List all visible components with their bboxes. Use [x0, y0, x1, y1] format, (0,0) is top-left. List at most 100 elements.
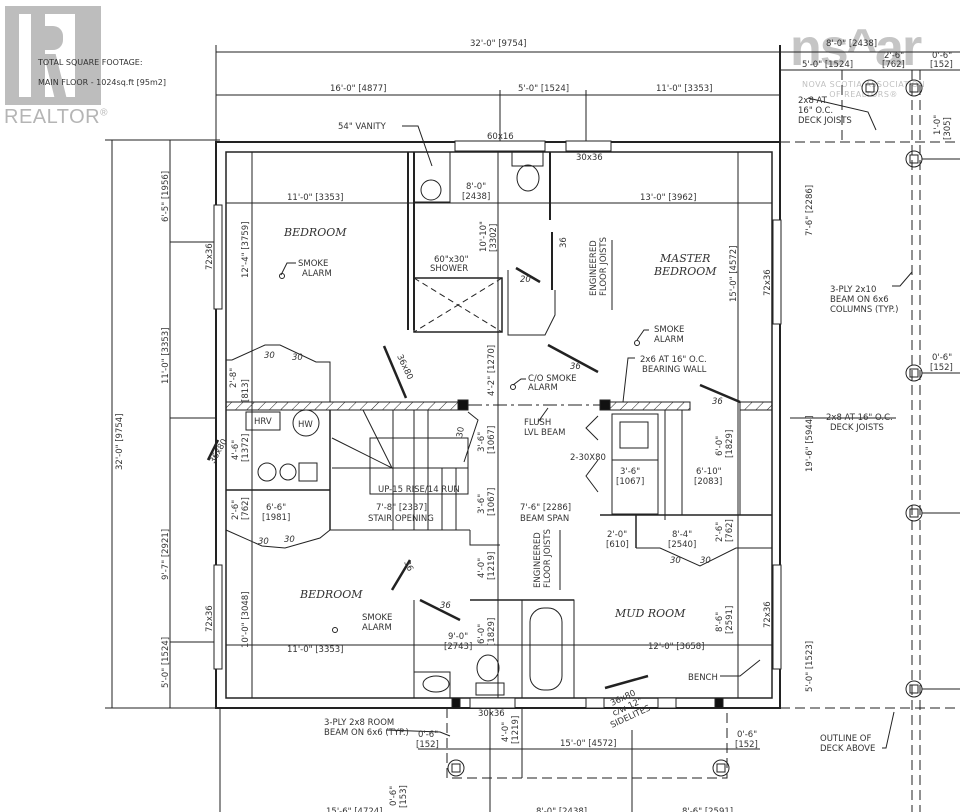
label-door-36-master-closet: 36 [559, 237, 569, 248]
label-joists-upper-2: FLOOR JOISTS [599, 237, 609, 296]
label-flush-beam-2: LVL BEAM [524, 428, 565, 438]
dim-hall-depth: 4'-2" [1270] [487, 345, 497, 396]
label-door-20: 20 [520, 275, 531, 285]
dim-bath-depth-2: [3302] [489, 224, 499, 252]
label-closet-30-a: 30 [264, 351, 275, 361]
room-label-master-2: BEDROOM [653, 265, 717, 278]
dim-deck-top-overall: 8'-0" [2438] [826, 39, 877, 49]
dim-deck-top-a: 5'-0" [1524] [802, 60, 853, 70]
dim-bed1-width: 11'-0" [3353] [287, 193, 344, 203]
dim-porch-right-2: [152] [735, 740, 758, 750]
dim-mech-depth-2: [1372] [241, 434, 251, 462]
dim-top-right: 11'-0" [3353] [656, 84, 713, 94]
dim-bed2-depth: 10'-0" [3048] [241, 591, 251, 648]
dim-master-depth: 15'-0" [4572] [729, 245, 739, 302]
label-window-bed1: 72x36 [205, 243, 215, 270]
hw-label: HW [298, 420, 313, 430]
label-vanity: 54" VANITY [338, 122, 387, 132]
dim-deck-right-1ft-mm: [305] [943, 117, 953, 140]
label-window-mud: 72x36 [763, 601, 773, 628]
label-closet-30-g: 30 [700, 556, 711, 566]
room-label-master-1: MASTER [659, 252, 710, 265]
dim-hall2-1: 2'-0" [607, 530, 627, 540]
dim-closet2-width-2: [1981] [262, 513, 290, 523]
dim-hall2-2: [610] [606, 540, 629, 550]
dim-closet3-depth-2: [1829] [725, 430, 735, 458]
label-deck-joists-top-1: 2x8 AT [798, 96, 828, 106]
label-window-30x36-top: 30x36 [576, 153, 603, 163]
label-deck-joists-top-2: 16" O.C. [798, 106, 833, 116]
dim-porch-width: 15'-0" [4572] [560, 739, 617, 749]
label-stair-opening: STAIR OPENING [368, 514, 434, 524]
dim-porch-offset-2: [153] [399, 785, 409, 808]
label-closet-30-e: 30 [284, 535, 295, 545]
label-closet-30-c: 30 [455, 426, 467, 438]
label-bearing-wall-2: BEARING WALL [642, 365, 707, 375]
dim-laundry-1: 3'-6" [620, 467, 640, 477]
label-joists-lower-1: ENGINEERED [533, 532, 543, 588]
label-closet-30-d: 30 [258, 537, 269, 547]
dim-porch-offset-1: 0'-6" [389, 786, 399, 806]
dim-closet3-depth-1: 6'-0" [715, 436, 725, 456]
co-alarm-hall: C/O SMOKE ALARM [510, 374, 577, 393]
svg-text:ALARM: ALARM [654, 335, 684, 345]
dim-bath-width-2: [2438] [462, 192, 490, 202]
dim-left-b: 11'-0" [3353] [161, 327, 171, 384]
label-window-master: 72x36 [763, 269, 773, 296]
sqft-title: TOTAL SQUARE FOOTAGE: [38, 58, 143, 67]
dim-top-mid: 5'-0" [1524] [518, 84, 569, 94]
label-joists-lower-2: FLOOR JOISTS [543, 529, 553, 588]
dim-top-overall: 32'-0" [9754] [470, 39, 527, 49]
label-stairs: UP-15 RISE/14 RUN [378, 485, 460, 495]
dim-deck-right-1ft: 1'-0" [933, 115, 943, 135]
label-deck-joists-top-3: DECK JOISTS [798, 116, 852, 126]
sqft-main-floor: MAIN FLOOR - 1024sq.ft [95m2] [38, 78, 166, 87]
label-closet-30-b: 30 [292, 353, 303, 363]
dim-mud-depth-1: 8'-6" [715, 612, 725, 632]
dim-bottom-a: 15'-6" [4724] [326, 807, 383, 812]
label-door-36-closet3: 36 [712, 397, 723, 407]
label-door-36-bed2: 36 [401, 559, 415, 573]
label-joists-upper-1: ENGINEERED [589, 240, 599, 296]
dim-stair-upper-2: [1067] [487, 426, 497, 454]
dim-stair-upper-1: 3'-6" [477, 432, 487, 452]
dim-bed2-width: 11'-0" [3353] [287, 645, 344, 655]
dim-porch-left-2: [152] [416, 740, 439, 750]
dim-closet1-2: [813] [241, 379, 251, 402]
dim-closet2-width-1: 6'-6" [266, 503, 286, 513]
label-deck-beam-3: COLUMNS (TYP.) [830, 305, 898, 315]
dim-left-d: 5'-0" [1524] [161, 637, 171, 688]
svg-text:ALARM: ALARM [528, 383, 558, 393]
label-deck-beam-2: BEAM ON 6x6 [830, 295, 889, 305]
label-door-36-master: 36 [570, 362, 581, 372]
room-label-mud-room: MUD ROOM [614, 607, 686, 620]
label-flush-beam-1: FLUSH [524, 418, 551, 428]
label-deck-beam-1: 3-PLY 2x10 [830, 285, 876, 295]
svg-text:ALARM: ALARM [302, 269, 332, 279]
label-shower-2: SHOWER [430, 264, 468, 274]
label-window-30x36-bottom: 30x36 [478, 709, 505, 719]
label-room-beam-1: 3-PLY 2x8 ROOM [324, 718, 394, 728]
dim-bath2-depth-2: [1829] [487, 618, 497, 646]
dim-closet2-depth-2: [762] [241, 497, 251, 520]
dim-deck-top-c-2: [152] [930, 60, 953, 70]
label-shower-1: 60"x30" [434, 255, 469, 265]
dim-deck-right-mid-2: [152] [930, 363, 953, 373]
svg-text:SMOKE: SMOKE [298, 259, 328, 269]
dim-deck-top-b-1: 2'-6" [884, 51, 904, 61]
label-bench: BENCH [688, 673, 718, 683]
smoke-alarm-bed2: SMOKE ALARM [332, 613, 392, 633]
dim-bath2-depth-1: 6'-0" [477, 624, 487, 644]
dim-mud-width: 12'-0" [3658] [648, 642, 705, 652]
label-deck-outline-2: DECK ABOVE [820, 744, 875, 754]
dim-deck-top-c-1: 0'-6" [932, 51, 952, 61]
dim-deck-top-b-2: [762] [882, 60, 905, 70]
dim-stair-lower-1: 3'-6" [477, 494, 487, 514]
dim-bath2-width-2: [2743] [444, 642, 472, 652]
svg-text:C/O SMOKE: C/O SMOKE [528, 374, 577, 384]
dim-mud-depth-2: [2591] [725, 606, 735, 634]
dim-right-b: 19'-6" [5944] [805, 415, 815, 472]
dim-master-width: 13'-0" [3962] [640, 193, 697, 203]
dim-porch-depth-1: 4'-0" [501, 722, 511, 742]
dim-porch-right-1: 0'-6" [737, 730, 757, 740]
